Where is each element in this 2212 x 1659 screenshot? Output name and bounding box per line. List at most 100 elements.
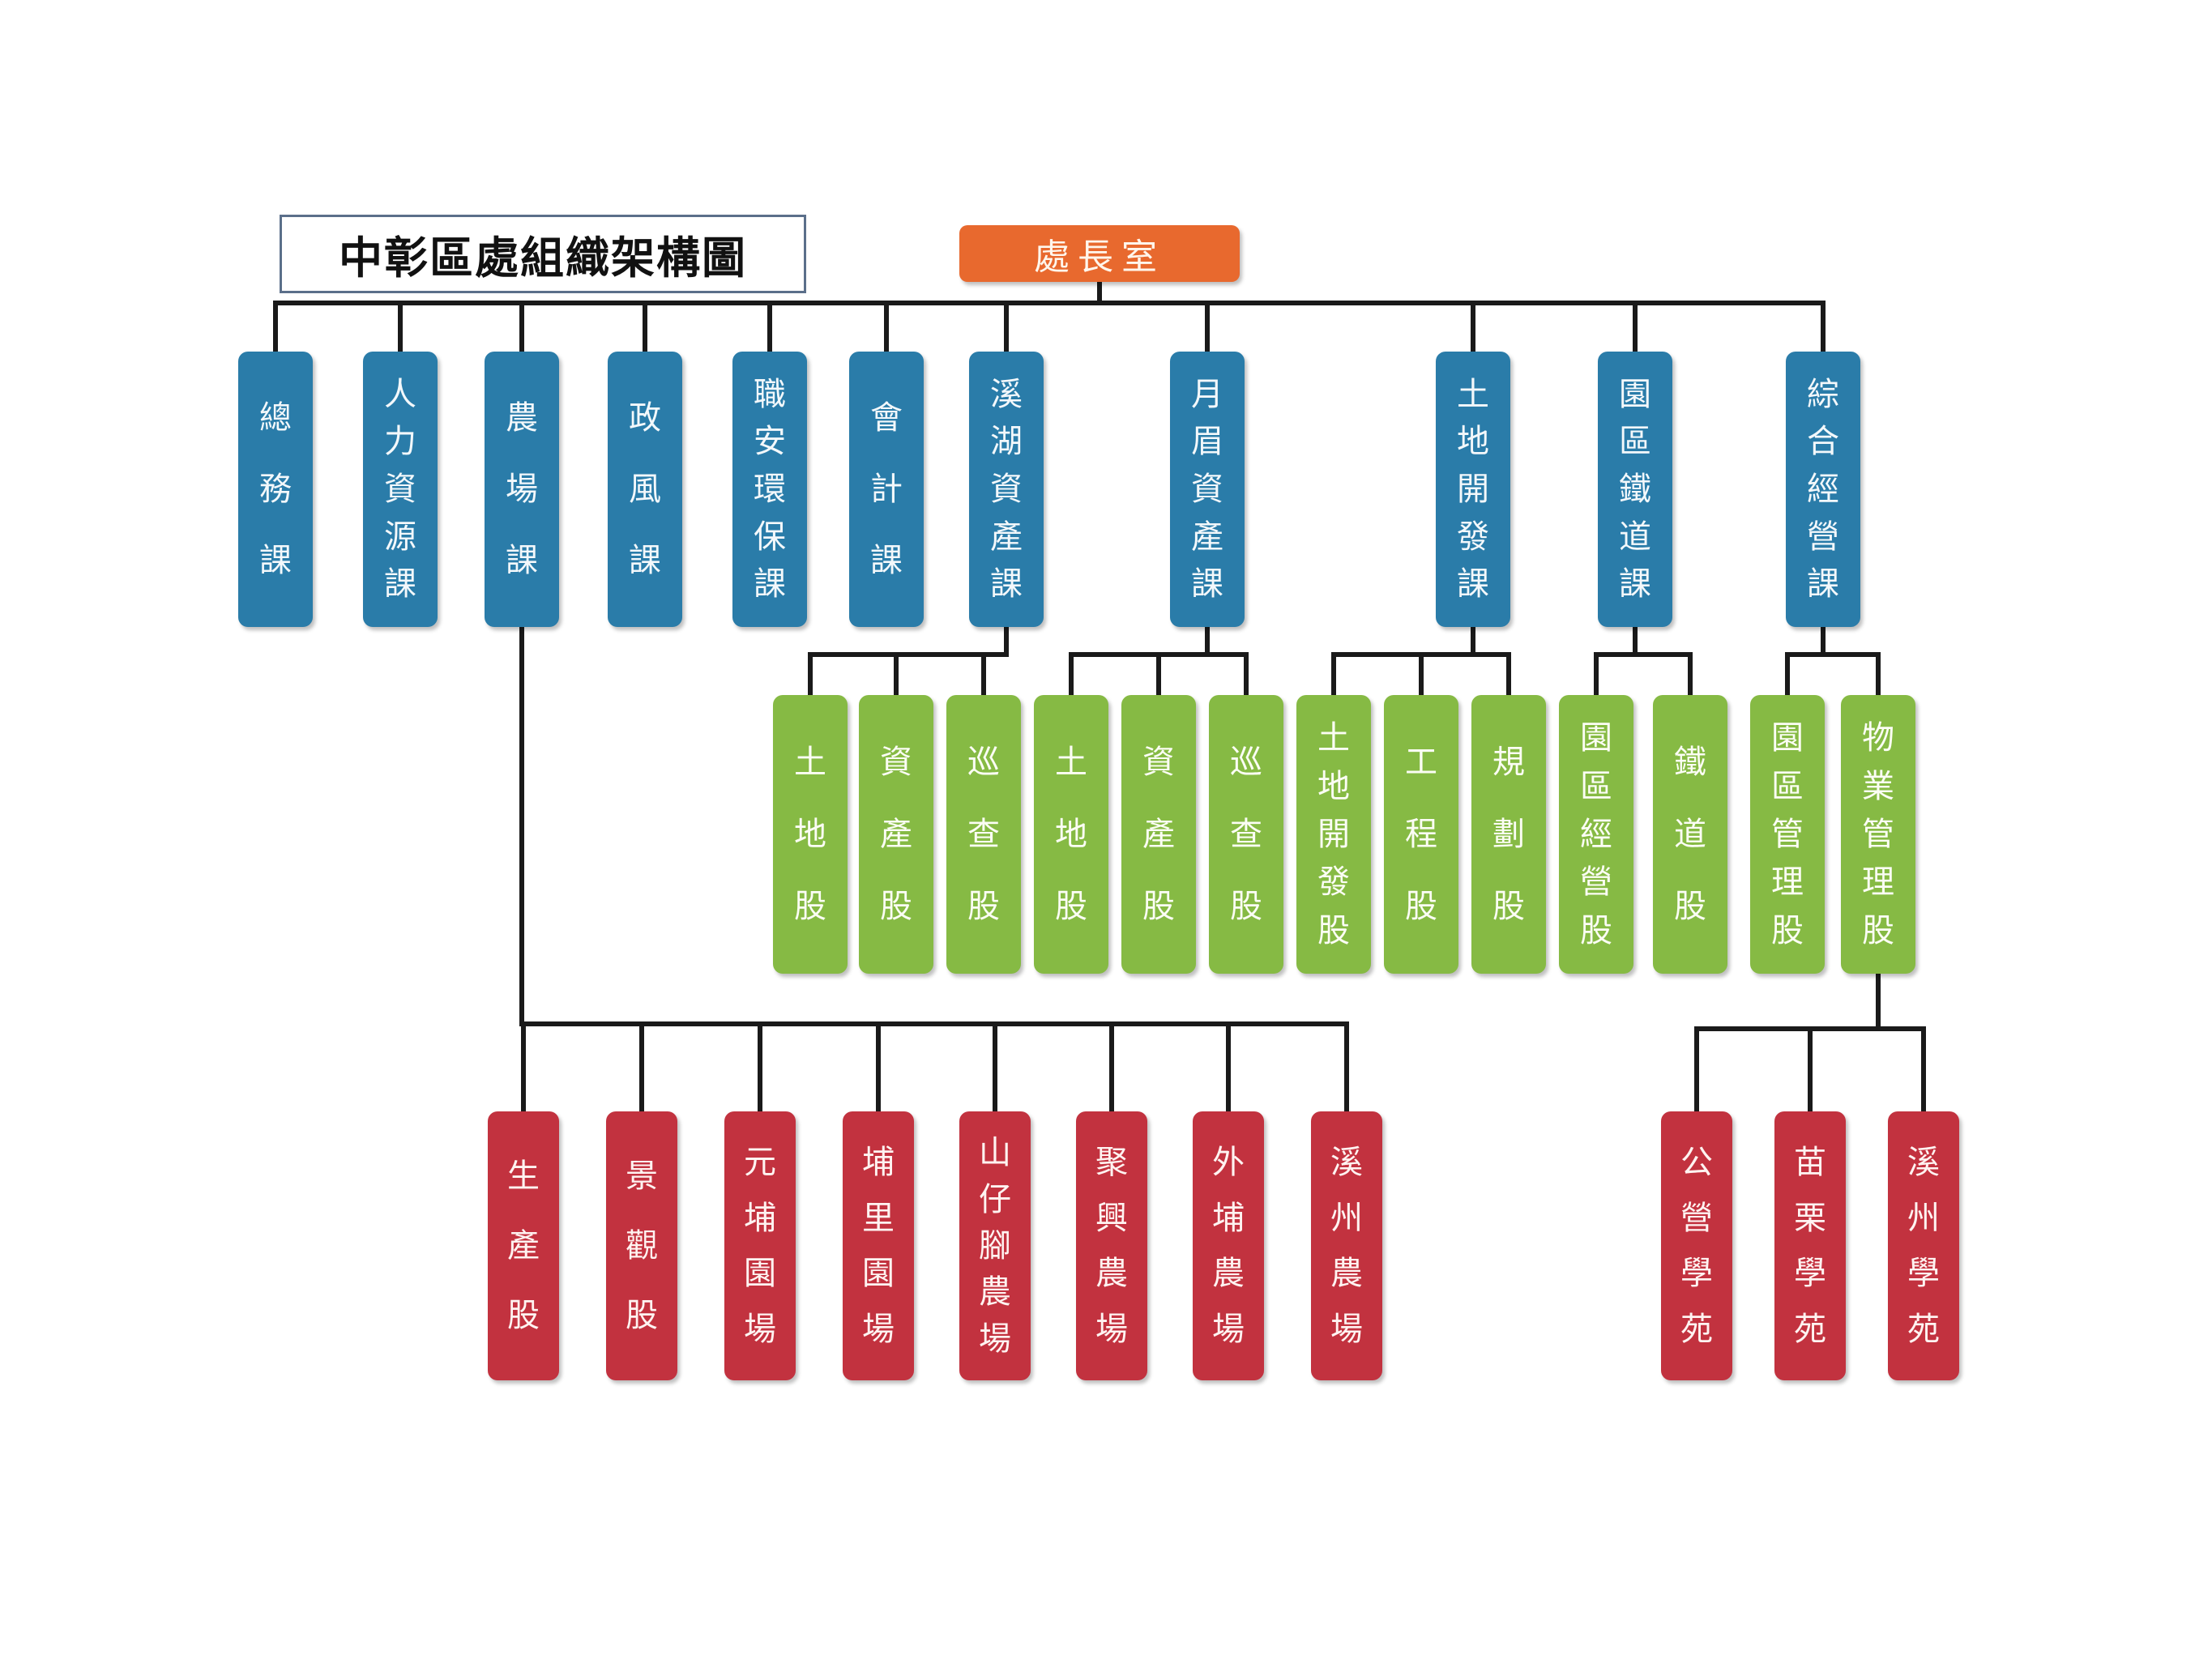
section-s7-char: 溪	[990, 375, 1023, 413]
section-s3-char: 場	[506, 471, 538, 508]
farm-f10: 苗栗學苑	[1774, 1111, 1846, 1380]
section-s2-char: 源	[384, 518, 416, 556]
unit-u9-char: 劃	[1492, 816, 1525, 853]
chart-title: 中彰區處組織架構圖	[280, 215, 806, 293]
farm-f3: 元埔園場	[724, 1111, 796, 1380]
section-s8-char: 眉	[1191, 423, 1223, 461]
unit-u2: 資產股	[859, 695, 933, 974]
farm-f10-char: 苑	[1794, 1311, 1826, 1349]
unit-u1-char: 股	[794, 888, 826, 925]
farm-f1: 生產股	[488, 1111, 559, 1380]
section-s4-char: 課	[629, 542, 661, 579]
farm-f3-char: 場	[744, 1311, 776, 1349]
unit-u13-char: 業	[1862, 767, 1894, 805]
section-s4-char: 政	[629, 399, 661, 437]
unit-u4: 土地股	[1034, 695, 1108, 974]
unit-u2-char: 資	[880, 744, 912, 781]
farm-f5-char: 仔	[979, 1180, 1011, 1218]
section-s11-char: 營	[1807, 518, 1839, 556]
section-s1-char: 總	[259, 399, 292, 437]
farm-f6: 聚興農場	[1076, 1111, 1147, 1380]
unit-u11-char: 股	[1674, 888, 1706, 925]
unit-u1-char: 地	[794, 816, 826, 853]
unit-u9-char: 規	[1492, 744, 1525, 781]
farm-f7-char: 外	[1212, 1143, 1245, 1181]
farm-f1-char: 產	[507, 1227, 540, 1265]
unit-u7-char: 土	[1317, 719, 1350, 757]
section-s5-char: 課	[754, 565, 786, 603]
unit-u7: 土地開發股	[1296, 695, 1371, 974]
section-s7-char: 資	[990, 470, 1023, 508]
farm-f1-char: 生	[507, 1158, 540, 1195]
farm-f5-char: 腳	[979, 1226, 1011, 1265]
farm-f10-char: 學	[1794, 1255, 1826, 1293]
section-s2-char: 力	[384, 423, 416, 461]
unit-u13-char: 管	[1862, 815, 1894, 853]
farm-f9: 公營學苑	[1661, 1111, 1732, 1380]
section-s1-char: 課	[259, 542, 292, 579]
unit-u8-char: 程	[1405, 816, 1437, 853]
section-s1: 總務課	[238, 352, 313, 627]
unit-u8: 工程股	[1384, 695, 1458, 974]
section-s5-char: 環	[754, 470, 786, 508]
section-s7-char: 課	[990, 565, 1023, 603]
section-s2-char: 資	[384, 470, 416, 508]
unit-u11-char: 道	[1674, 816, 1706, 853]
unit-u13-char: 物	[1862, 719, 1894, 757]
farm-f8-char: 溪	[1330, 1143, 1363, 1181]
farm-f9-char: 苑	[1680, 1311, 1713, 1349]
unit-u4-char: 股	[1055, 888, 1087, 925]
farm-f8-char: 場	[1330, 1311, 1363, 1349]
section-s10-char: 課	[1619, 565, 1651, 603]
section-s5-char: 保	[754, 518, 786, 556]
farm-f11-char: 溪	[1907, 1143, 1940, 1181]
unit-u4-char: 地	[1055, 816, 1087, 853]
unit-u8-char: 股	[1405, 888, 1437, 925]
section-s6: 會計課	[849, 352, 924, 627]
unit-u11-char: 鐵	[1674, 744, 1706, 781]
unit-u6: 巡查股	[1209, 695, 1283, 974]
farm-f8: 溪州農場	[1311, 1111, 1382, 1380]
farm-f9-char: 公	[1680, 1143, 1713, 1181]
section-s2-char: 課	[384, 565, 416, 603]
section-s10-char: 園	[1619, 375, 1651, 413]
section-s5-char: 安	[754, 423, 786, 461]
farm-f5: 山仔腳農場	[959, 1111, 1031, 1380]
farm-f6-char: 場	[1095, 1311, 1128, 1349]
section-s10: 園區鐵道課	[1598, 352, 1672, 627]
farm-f6-char: 農	[1095, 1255, 1128, 1293]
section-s3-char: 農	[506, 399, 538, 437]
unit-u12-char: 股	[1771, 911, 1804, 949]
unit-u13: 物業管理股	[1841, 695, 1915, 974]
unit-u12-char: 管	[1771, 815, 1804, 853]
farm-f8-char: 農	[1330, 1255, 1363, 1293]
section-s11: 綜合經營課	[1786, 352, 1860, 627]
unit-u2-char: 產	[880, 816, 912, 853]
farm-f3-char: 埔	[744, 1199, 776, 1237]
farm-f9-char: 營	[1680, 1199, 1713, 1237]
unit-u7-char: 發	[1317, 864, 1350, 902]
section-s11-char: 課	[1807, 565, 1839, 603]
farm-f2-char: 觀	[626, 1227, 658, 1265]
farm-f2-char: 景	[626, 1158, 658, 1195]
root-office-label: 處長室	[1034, 237, 1165, 278]
unit-u9-char: 股	[1492, 888, 1525, 925]
unit-u12-char: 園	[1771, 719, 1804, 757]
section-s7-char: 湖	[990, 423, 1023, 461]
unit-u10-char: 股	[1580, 911, 1612, 949]
farm-f8-char: 州	[1330, 1199, 1363, 1237]
section-s5: 職安環保課	[732, 352, 807, 627]
section-s6-char: 課	[870, 542, 903, 579]
farm-f6-char: 興	[1095, 1199, 1128, 1237]
section-s10-char: 區	[1619, 423, 1651, 461]
section-s4-char: 風	[629, 471, 661, 508]
farm-f5-char: 場	[979, 1320, 1011, 1358]
unit-u6-char: 巡	[1230, 744, 1262, 781]
unit-u5-char: 資	[1142, 744, 1175, 781]
section-s10-char: 道	[1619, 518, 1651, 556]
root-office: 處長室	[959, 225, 1240, 282]
section-s2: 人力資源課	[363, 352, 438, 627]
section-s9-char: 土	[1457, 375, 1489, 413]
farm-f7-char: 場	[1212, 1311, 1245, 1349]
